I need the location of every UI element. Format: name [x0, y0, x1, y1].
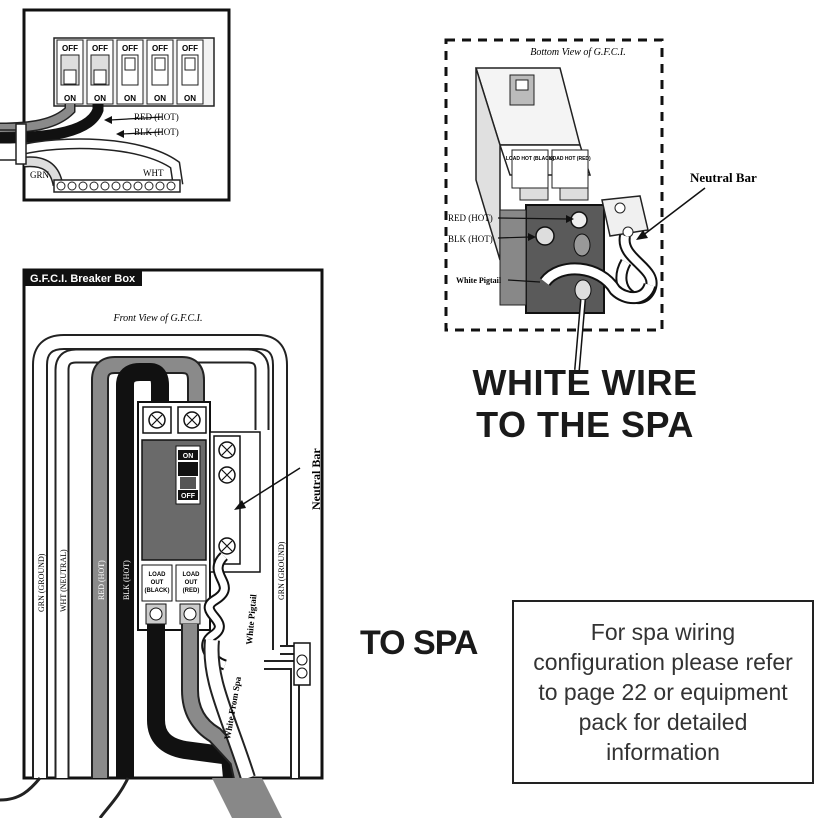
load-hot-black-label: LOAD HOT (BLACK)	[506, 156, 555, 162]
load-out-red-1: LOAD	[183, 572, 201, 578]
white-wire-caption-line-1: WHITE WIRE	[472, 362, 698, 403]
wire-label-blk-hot: BLK (HOT)	[122, 560, 131, 600]
breaker-off-label: OFF	[181, 493, 196, 500]
switch-on-label-1: ON	[64, 94, 76, 103]
load-out-black-2: OUT	[151, 580, 164, 586]
load-out-black-1: LOAD	[149, 572, 167, 578]
switch-on-label-2: ON	[94, 94, 106, 103]
bottom-blk-hot-label: BLK (HOT)	[448, 234, 493, 244]
info-box-text: For spa wiring configuration please refe…	[533, 619, 793, 765]
switch-off-label-5: OFF	[182, 44, 198, 53]
top-panel-wires	[0, 104, 184, 187]
white-wire-caption-line-2: TO THE SPA	[476, 404, 694, 445]
top-grn-label: GRN	[30, 170, 50, 180]
switch-off-label-2: OFF	[92, 44, 108, 53]
neutral-bar-label-bottom: Neutral Bar	[690, 170, 757, 185]
top-red-hot-label: RED (HOT)	[134, 112, 179, 122]
front-view-title: Front View of G.F.C.I.	[113, 313, 203, 324]
load-hot-red-label: LOAD HOT (RED)	[549, 156, 591, 162]
white-wire-caption: WHITE WIRE TO THE SPA	[440, 362, 730, 446]
switch-off-label-3: OFF	[122, 44, 138, 53]
info-box: For spa wiring configuration please refe…	[512, 600, 814, 784]
terminal-strip	[53, 179, 181, 193]
gfci-breaker: ON OFF LOAD OUT (BLACK) LOAD OUT (RED)	[137, 401, 211, 631]
wire-label-red-hot: RED (HOT)	[97, 560, 106, 600]
switch-off-label-1: OFF	[62, 44, 78, 53]
bottom-view-title: Bottom View of G.F.C.I.	[530, 47, 625, 58]
bottom-red-hot-label: RED (HOT)	[448, 213, 493, 223]
white-pigtail-label-box: White Pigtail	[244, 593, 258, 645]
wire-label-wht-neutral: WHT (NEUTRAL)	[59, 549, 68, 612]
top-blk-hot-label: BLK (HOT)	[134, 127, 179, 137]
top-panel: OFF OFF OFF OFF OFF ON ON ON ON ON	[0, 8, 231, 202]
gfci-breaker-box: G.F.C.I. Breaker Box Front View of G.F.C…	[0, 268, 324, 818]
load-out-red-3: (RED)	[183, 588, 200, 594]
switch-off-label-4: OFF	[152, 44, 168, 53]
breaker-switches: OFF OFF OFF OFF OFF ON ON ON ON ON	[56, 39, 204, 105]
load-out-black-3: (BLACK)	[145, 588, 170, 594]
neutral-bar-label-box: Neutral Bar	[309, 448, 323, 510]
to-spa-label: TO SPA	[360, 624, 478, 662]
gfci-breaker-body: LOAD HOT (BLACK) LOAD HOT (RED)	[474, 67, 605, 314]
wire-label-grn-ground: GRN (GROUND)	[37, 553, 46, 612]
wire-label-grn-ground-right: GRN (GROUND)	[277, 541, 286, 600]
switch-on-label-3: ON	[124, 94, 136, 103]
breaker-box-title: G.F.C.I. Breaker Box	[30, 273, 136, 285]
switch-on-label-4: ON	[154, 94, 166, 103]
load-out-red-2: OUT	[185, 580, 198, 586]
top-wht-label: WHT	[143, 168, 164, 178]
neutral-bar-bottom	[601, 195, 658, 305]
bottom-view-diagram: Bottom View of G.F.C.I. LOAD HOT (BLACK)…	[444, 38, 757, 371]
white-pigtail-label: White Pigtail	[456, 276, 502, 285]
switch-on-label-5: ON	[184, 94, 196, 103]
neutral-bar-box: Neutral Bar	[209, 431, 323, 573]
breaker-on-label: ON	[183, 453, 194, 460]
